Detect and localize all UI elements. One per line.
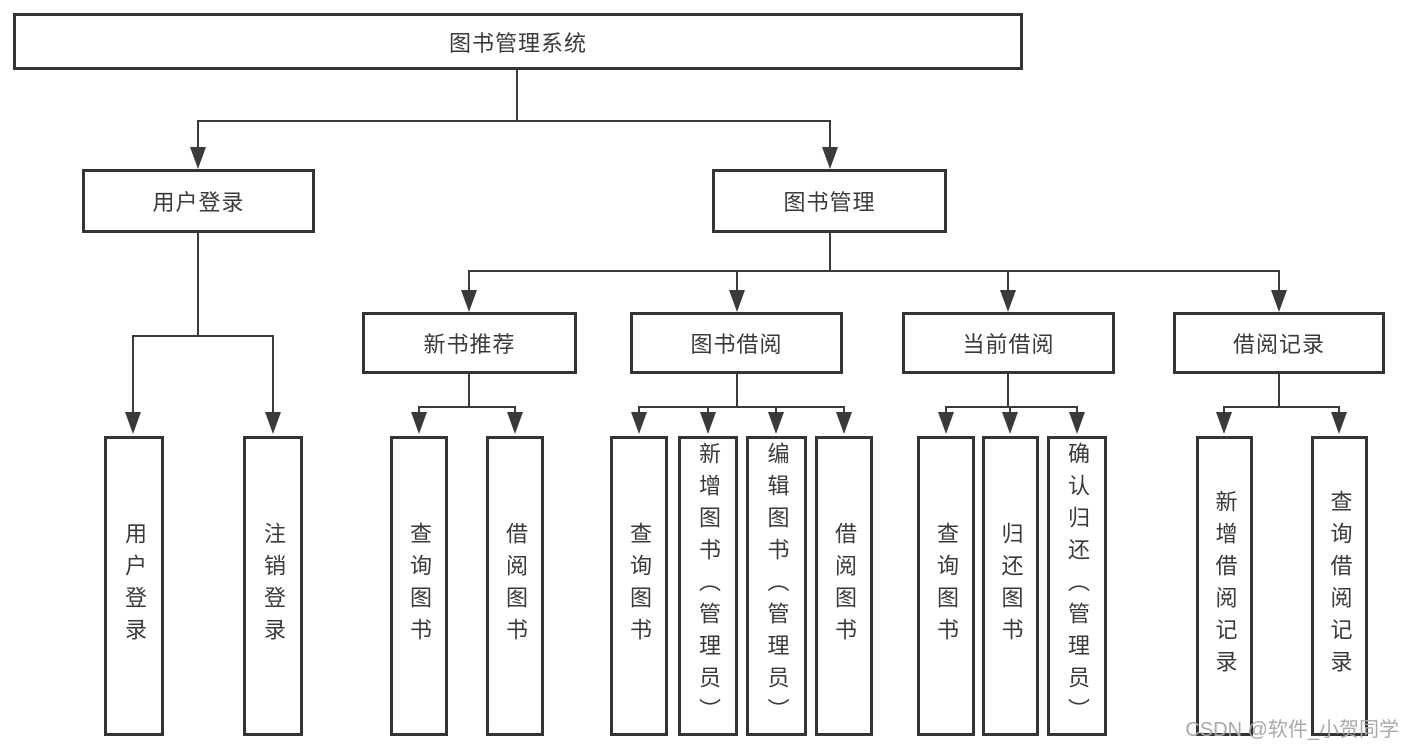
connector-line: [132, 335, 134, 412]
connector-line: [1007, 270, 1009, 290]
leaf-query-borrow-record: 查询借阅记录: [1311, 436, 1368, 736]
connector-line: [775, 406, 777, 414]
connector-line: [707, 406, 709, 414]
arrow-down-icon: [631, 412, 647, 434]
arrow-down-icon: [938, 412, 954, 434]
leaf-return-books: 归还图书: [982, 436, 1039, 736]
arrow-down-icon: [836, 412, 852, 434]
node-user-login: 用户登录: [82, 169, 315, 233]
arrow-down-icon: [461, 290, 477, 312]
arrow-down-icon: [507, 412, 523, 434]
connector-line: [638, 406, 845, 408]
arrow-down-icon: [700, 412, 716, 434]
arrow-down-icon: [768, 412, 784, 434]
connector-line: [468, 270, 470, 290]
arrow-down-icon: [1000, 290, 1016, 312]
connector-line: [418, 406, 516, 408]
connector-line: [197, 233, 199, 335]
node-book-management: 图书管理: [712, 169, 947, 233]
arrow-down-icon: [1002, 412, 1018, 434]
node-new-book-recommend: 新书推荐: [362, 312, 577, 374]
connector-line: [197, 120, 831, 122]
connector-line: [945, 406, 947, 414]
connector-line: [736, 270, 738, 290]
arrow-down-icon: [265, 412, 281, 434]
connector-line: [272, 335, 274, 412]
arrow-down-icon: [729, 290, 745, 312]
arrow-down-icon: [411, 412, 427, 434]
connector-line: [1278, 270, 1280, 290]
connector-line: [468, 374, 470, 406]
connector-line: [1076, 406, 1078, 414]
connector-line: [945, 406, 1078, 408]
node-book-borrowing: 图书借阅: [630, 312, 843, 374]
arrow-down-icon: [1331, 412, 1347, 434]
leaf-logout: 注销登录: [243, 436, 303, 736]
arrow-down-icon: [1271, 290, 1287, 312]
leaf-edit-books-admin: 编辑图书（管理员）: [746, 436, 807, 736]
arrow-down-icon: [1069, 412, 1085, 434]
connector-line: [736, 374, 738, 406]
leaf-recommend-query-books: 查询图书: [390, 436, 448, 736]
leaf-borrowing-query-books: 查询图书: [610, 436, 668, 736]
connector-line: [1338, 406, 1340, 414]
connector-line: [829, 233, 831, 270]
node-borrow-records: 借阅记录: [1173, 312, 1385, 374]
leaf-current-query-books: 查询图书: [917, 436, 975, 736]
connector-line: [638, 406, 640, 414]
connector-line: [514, 406, 516, 414]
node-root-library-system: 图书管理系统: [13, 13, 1023, 70]
leaf-confirm-return-admin: 确认归还（管理员）: [1047, 436, 1107, 736]
leaf-user-login: 用户登录: [104, 436, 164, 736]
leaf-add-borrow-record: 新增借阅记录: [1196, 436, 1253, 736]
connector-line: [1278, 374, 1280, 406]
node-current-borrowing: 当前借阅: [902, 312, 1115, 374]
connector-line: [1009, 406, 1011, 414]
arrow-down-icon: [822, 147, 838, 169]
connector-line: [1223, 406, 1225, 414]
connector-line: [843, 406, 845, 414]
csdn-watermark: CSDN @软件_小贺同学: [1185, 719, 1399, 741]
connector-line: [516, 70, 518, 120]
connector-line: [1223, 406, 1340, 408]
connector-line: [132, 335, 274, 337]
arrow-down-icon: [1216, 412, 1232, 434]
arrow-down-icon: [190, 147, 206, 169]
connector-line: [468, 270, 1280, 272]
leaf-add-books-admin: 新增图书（管理员）: [678, 436, 738, 736]
leaf-borrowing-borrow-books: 借阅图书: [815, 436, 873, 736]
leaf-recommend-borrow-books: 借阅图书: [486, 436, 544, 736]
connector-line: [197, 120, 199, 147]
connector-line: [418, 406, 420, 414]
arrow-down-icon: [125, 412, 141, 434]
connector-line: [829, 120, 831, 147]
connector-line: [1007, 374, 1009, 406]
